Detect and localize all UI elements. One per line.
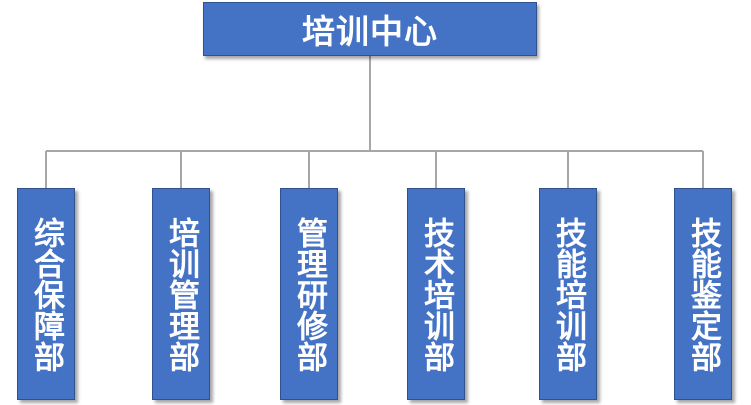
root-node-training-center: 培训中心	[203, 2, 537, 56]
dept-node-6: 技能鉴定部	[674, 188, 732, 400]
dept-node-3: 管理研修部	[280, 188, 338, 400]
dept-node-label: 综合保障部	[28, 216, 64, 372]
dept-node-label: 技能鉴定部	[685, 216, 721, 372]
dept-node-label: 管理研修部	[291, 216, 327, 372]
root-node-label: 培训中心	[302, 12, 438, 51]
dept-node-label: 培训管理部	[163, 216, 199, 372]
dept-node-label: 技术培训部	[418, 216, 454, 372]
dept-node-4: 技术培训部	[407, 188, 465, 400]
dept-node-2: 培训管理部	[152, 188, 210, 400]
dept-node-5: 技能培训部	[539, 188, 597, 400]
dept-node-1: 综合保障部	[17, 188, 75, 400]
dept-node-label: 技能培训部	[550, 216, 586, 372]
